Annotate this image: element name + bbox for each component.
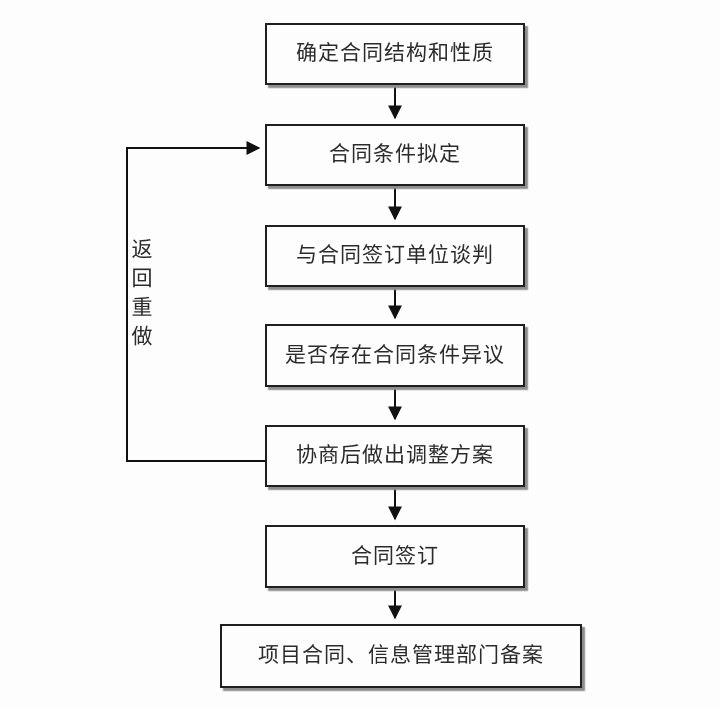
flow-node-label: 合同条件拟定 — [329, 142, 461, 167]
flow-node-label: 确定合同结构和性质 — [296, 41, 494, 66]
flow-node-label: 协商后做出调整方案 — [296, 443, 494, 468]
flow-node-label: 合同签订 — [351, 543, 439, 568]
flow-node-draft-conditions: 合同条件拟定 — [265, 124, 525, 186]
flow-node-label: 项目合同、信息管理部门备案 — [258, 643, 544, 668]
flow-node-objection-check: 是否存在合同条件异议 — [265, 324, 525, 387]
flow-node-label: 与合同签订单位谈判 — [296, 243, 494, 268]
flow-node-adjustment-plan: 协商后做出调整方案 — [265, 425, 525, 487]
flow-node-filing: 项目合同、信息管理部门备案 — [220, 624, 582, 688]
flow-node-label: 是否存在合同条件异议 — [285, 342, 505, 367]
flow-node-determine-structure: 确定合同结构和性质 — [265, 23, 525, 85]
loop-back-label: 返回重做 — [129, 238, 153, 354]
flow-node-contract-signing: 合同签订 — [265, 525, 525, 588]
flow-node-negotiate: 与合同签订单位谈判 — [265, 225, 525, 287]
